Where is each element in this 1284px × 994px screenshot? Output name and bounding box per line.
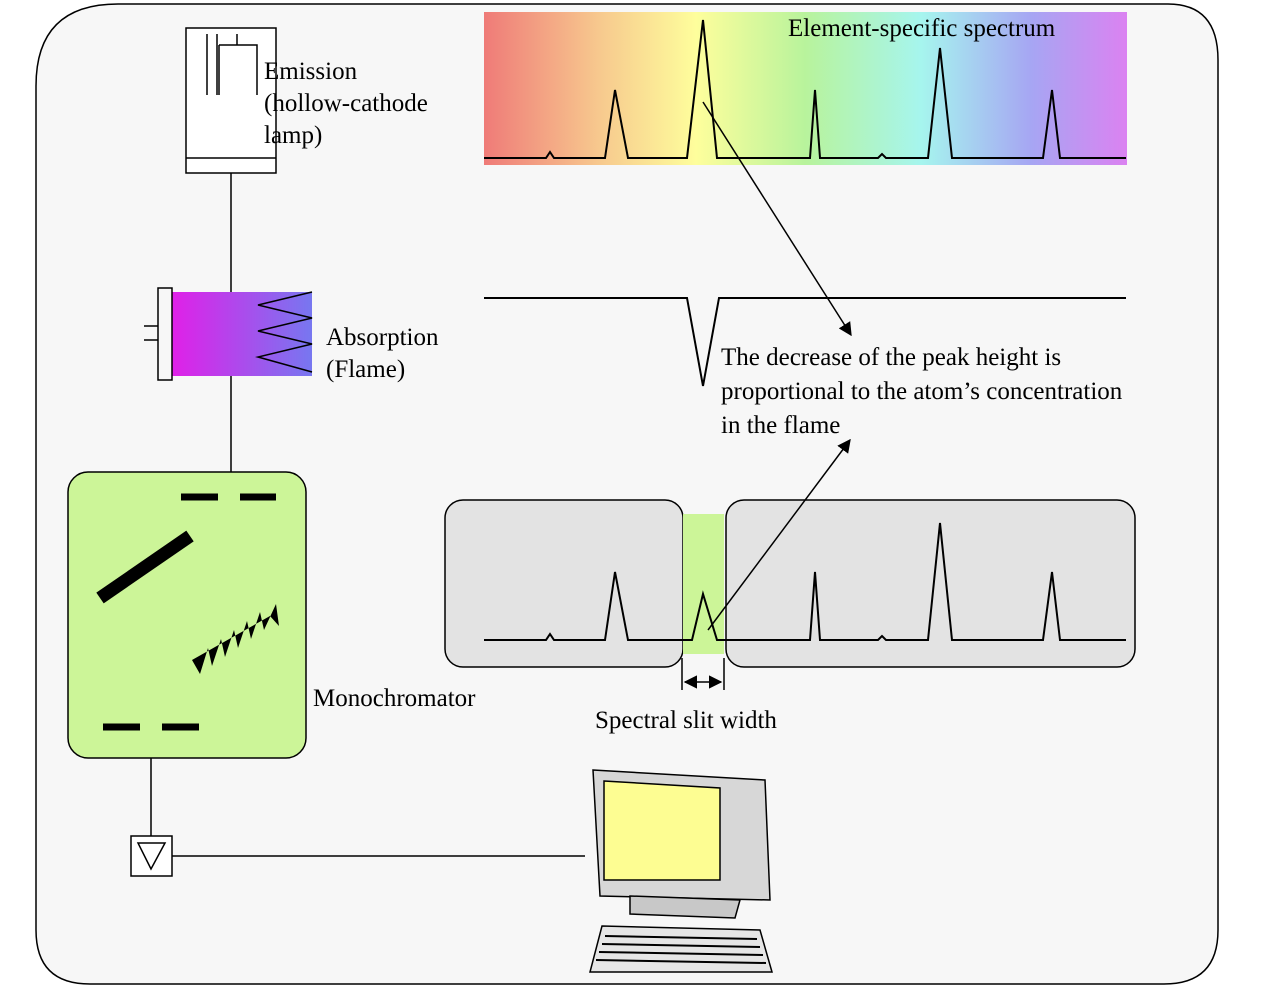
flame-burner-icon [144,287,313,381]
peak-to-note-arrow [702,101,852,337]
slit-width-label: Spectral slit width [595,707,777,734]
annotation-text: The decrease of the peak height is propo… [721,344,1129,439]
mirror-icon [96,530,194,604]
diagram-frame [35,3,1219,985]
monochromator-label: Monochromator [313,685,476,712]
slit-spectrum-panel [444,499,1136,690]
emission-spectrum-line [484,19,1126,159]
hollow-cathode-lamp-icon [185,27,277,174]
detector-icon [130,835,173,877]
element-spectrum-panel [484,12,1127,165]
computer-monitor-icon [592,769,771,919]
spectrum-title: Element-specific spectrum [788,15,1056,42]
diffraction-grating-icon [192,604,279,674]
absorption-label: Absorption (Flame) [326,324,445,383]
keyboard-icon [589,925,773,973]
emission-label: Emission (hollow-cathode lamp) [264,58,434,149]
monochromator-box [67,471,307,759]
absorption-dip-line [484,297,1126,387]
slit-window [683,514,724,654]
slit-peak-to-note-arrow [707,438,851,631]
filtered-spectrum-line [484,522,1126,641]
